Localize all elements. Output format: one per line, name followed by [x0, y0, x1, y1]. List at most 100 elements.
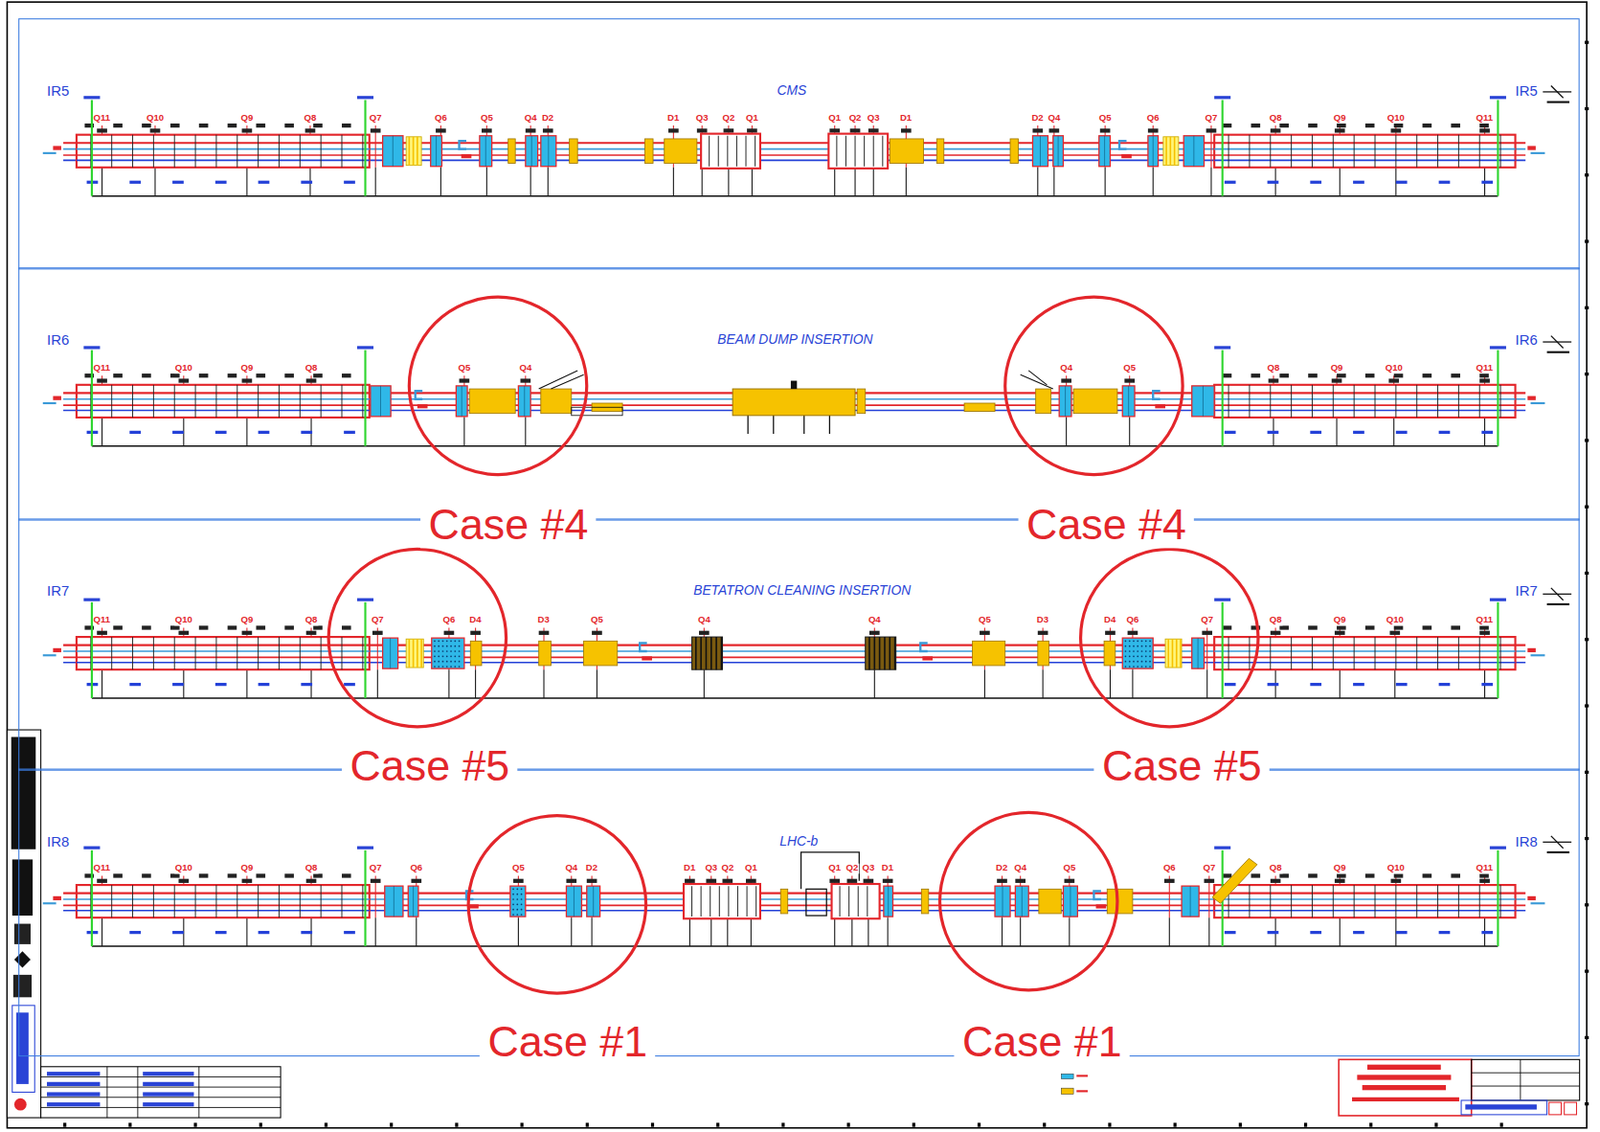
arc-divider: [341, 884, 343, 918]
position-tick: [1032, 128, 1043, 133]
position-tick: [227, 873, 238, 878]
support-line: [689, 917, 691, 947]
magnet-dot: [1149, 660, 1151, 663]
survey-mark: [1224, 682, 1237, 686]
support-line: [448, 669, 450, 699]
arc-divider: [1248, 636, 1250, 670]
magnet-dot: [1128, 665, 1131, 668]
arc-divider: [215, 384, 217, 418]
position-tick: [1479, 630, 1490, 635]
position-tick: [539, 630, 550, 635]
magnet-dot: [442, 660, 445, 663]
collimator-stripe: [408, 136, 411, 166]
table-rule: [106, 1066, 108, 1118]
beam-instrument: [1093, 890, 1101, 900]
beam-line: [1214, 398, 1515, 401]
arc-divider: [1332, 384, 1334, 418]
magnet-label: Q10: [1384, 362, 1404, 374]
support-line: [984, 669, 986, 699]
position-tick: [979, 630, 991, 635]
insertion-panel: IR8LHC-bIR8Case #1Case #1: [18, 768, 1580, 1058]
frame-tick: [781, 1122, 785, 1127]
magnet-dot: [450, 665, 452, 668]
arc-divider: [1395, 636, 1397, 670]
magnet-divider: [1193, 135, 1195, 167]
table-entry: [46, 1071, 100, 1076]
boundary-marker: [1221, 99, 1224, 196]
triplet-divider: [726, 135, 728, 167]
beam-line: [63, 154, 1526, 157]
magnet-label: Q4: [523, 112, 539, 124]
collimator-stripe: [420, 638, 423, 668]
magnet-label: Q4: [518, 362, 533, 374]
ir-label: IR5: [46, 83, 69, 99]
magnet-label: Q11: [91, 615, 112, 627]
magnet-dot: [446, 645, 449, 648]
position-tick: [1365, 373, 1375, 378]
insertion-title: BEAM DUMP INSERTION: [717, 332, 873, 347]
magnet-label: Q4: [697, 615, 712, 627]
triplet-divider: [736, 135, 738, 167]
magnet-label: Q10: [1386, 863, 1406, 875]
magnet-dot: [512, 913, 515, 916]
position-tick: [1270, 878, 1282, 883]
support-line: [867, 917, 869, 947]
position-tick: [96, 378, 108, 383]
quadrupole-magnet: [1148, 135, 1159, 167]
position-tick: [199, 373, 209, 378]
survey-mark: [300, 430, 313, 434]
magnet-dot: [1149, 650, 1151, 653]
arc-divider: [1228, 135, 1230, 168]
sheet-mark: [14, 1098, 27, 1111]
survey-mark: [343, 682, 356, 686]
magnet-divider: [1064, 385, 1066, 417]
magnet-label: Q11: [1474, 863, 1494, 875]
position-tick: [444, 630, 455, 635]
arc-divider: [1374, 636, 1376, 670]
arc-divider: [153, 884, 155, 918]
position-tick: [1307, 625, 1318, 630]
support-line: [1208, 917, 1210, 947]
magnet-label: D2: [540, 112, 555, 124]
magnet-label: D4: [468, 615, 482, 627]
position-tick: [372, 630, 384, 635]
arc-divider: [299, 636, 301, 670]
quadrupole-magnet: [994, 885, 1011, 917]
position-tick: [255, 873, 266, 878]
beam-line: [1214, 154, 1515, 157]
position-tick: [313, 373, 323, 378]
frame-tick: [324, 1122, 328, 1127]
position-tick: [242, 128, 253, 133]
survey-mark: [1267, 430, 1280, 434]
position-tick: [1279, 625, 1289, 630]
frame-tick: [1584, 438, 1589, 442]
insertion-row: [43, 587, 1572, 699]
dump-marker: [790, 381, 797, 390]
arc-divider: [361, 884, 363, 918]
beam-line: [76, 898, 370, 901]
warm-quadrupole-stripe: [868, 636, 871, 670]
position-tick: [1365, 625, 1375, 630]
arc-cryostat: [1214, 384, 1515, 418]
arc-divider: [1416, 636, 1418, 670]
triplet-divider: [744, 135, 746, 167]
table-entry: [142, 1091, 194, 1096]
magnet-label: Q6: [1162, 863, 1177, 875]
survey-mark: [300, 930, 313, 934]
arc-divider: [299, 135, 301, 168]
frame-tick: [1173, 1122, 1177, 1127]
magnet-dot: [1145, 665, 1148, 668]
magnet-dot: [520, 893, 523, 896]
support-line: [905, 167, 907, 197]
magnet-dot: [1132, 645, 1135, 648]
triplet-cryostat: [832, 883, 880, 919]
position-tick: [1334, 128, 1346, 133]
arc-divider: [174, 636, 176, 670]
magnet-dot: [516, 887, 519, 890]
quadrupole-magnet: [1059, 385, 1072, 417]
position-tick: [996, 878, 1008, 883]
position-tick: [745, 878, 757, 883]
magnet-label: Q7: [368, 863, 384, 875]
position-tick: [313, 873, 323, 878]
position-tick: [863, 878, 875, 883]
